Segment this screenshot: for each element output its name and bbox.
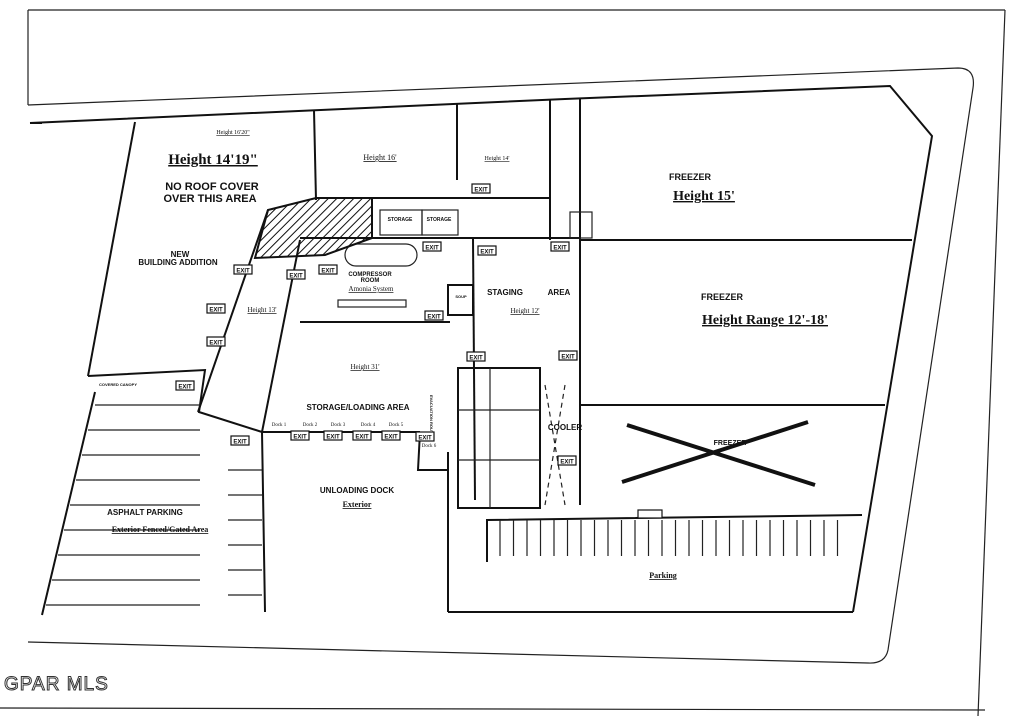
exit-label: EXIT <box>209 341 223 347</box>
label-freezer-mid: FREEZER <box>701 292 744 302</box>
exit-sign: EXIT <box>557 455 577 466</box>
label-storage-loading: STORAGE/LOADING AREA <box>306 403 409 412</box>
exit-sign: EXIT <box>471 183 491 194</box>
dock-3: Dock 3 <box>331 423 346 428</box>
label-staging-area: AREA <box>548 288 571 297</box>
exit-sign: EXIT <box>290 430 310 441</box>
exit-sign: EXIT <box>466 351 486 362</box>
dock-4: Dock 4 <box>361 423 376 428</box>
site-perimeter <box>27 67 975 664</box>
crossed-out-mark <box>626 423 816 487</box>
exit-label: EXIT <box>418 436 432 442</box>
building-outline <box>29 84 934 616</box>
exit-sign: EXIT <box>352 430 372 441</box>
page-border <box>0 9 1006 716</box>
exit-label: EXIT <box>384 435 398 441</box>
exit-sign: EXIT <box>422 241 442 252</box>
exit-sign: EXIT <box>230 435 250 446</box>
label-soup: SOUP <box>455 294 467 299</box>
exit-label: EXIT <box>480 250 494 256</box>
label-parking: Parking <box>649 571 677 580</box>
label-room: ROOM <box>361 278 380 284</box>
exit-label: EXIT <box>293 435 307 441</box>
label-new: NEW <box>171 250 190 259</box>
exit-label: EXIT <box>178 385 192 391</box>
label-staging: STAGING <box>487 288 523 297</box>
label-storage-1: STORAGE <box>388 217 413 223</box>
exit-sign: EXIT <box>424 310 444 321</box>
label-height-16-20: Height 16'20" <box>216 130 250 136</box>
label-height-12: Height 12' <box>510 307 539 315</box>
label-freezer-top: FREEZER <box>669 172 712 182</box>
exit-label: EXIT <box>474 188 488 194</box>
exit-label: EXIT <box>209 308 223 314</box>
crossed-out-mark <box>621 420 809 484</box>
dock-6: Dock 6 <box>422 444 437 449</box>
exit-signs: EXIT EXIT EXIT EXIT EXIT EXIT EXIT EXIT EXIT EXIT… <box>175 183 578 466</box>
exit-sign: EXIT <box>415 431 435 442</box>
label-height-14: Height 14' <box>485 156 510 162</box>
label-no-roof-2: OVER THIS AREA <box>163 193 256 205</box>
exit-sign: EXIT <box>286 269 306 280</box>
label-height-16: Height 16' <box>363 153 397 162</box>
exit-label: EXIT <box>289 274 303 280</box>
label-no-roof-1: NO ROOF COVER <box>165 181 259 193</box>
label-storage-2: STORAGE <box>427 217 452 223</box>
exit-sign: EXIT <box>206 336 226 347</box>
exit-sign: EXIT <box>206 303 226 314</box>
exit-sign: EXIT <box>323 430 343 441</box>
label-unloading-dock: UNLOADING DOCK <box>320 486 394 495</box>
watermark-logo: GPAR MLS <box>4 674 109 695</box>
label-covered-canopy: COVERED CANOPY <box>99 382 137 387</box>
dock-1: Dock 1 <box>272 423 287 428</box>
exit-label: EXIT <box>233 440 247 446</box>
label-compressor: COMPRESSOR <box>348 272 392 278</box>
exit-label: EXIT <box>427 315 441 321</box>
exit-label: EXIT <box>560 460 574 466</box>
exit-label: EXIT <box>326 435 340 441</box>
label-amonia-system: Amonia System <box>349 285 394 293</box>
exit-sign: EXIT <box>477 245 497 256</box>
exit-sign: EXIT <box>318 264 338 275</box>
exit-sign: EXIT <box>381 430 401 441</box>
label-asphalt-parking: ASPHALT PARKING <box>107 508 183 517</box>
exit-label: EXIT <box>469 356 483 362</box>
label-height-15: Height 15' <box>673 189 735 204</box>
exit-label: EXIT <box>425 246 439 252</box>
exit-label: EXIT <box>236 269 250 275</box>
dock-2: Dock 2 <box>303 423 318 428</box>
exit-sign: EXIT <box>550 241 570 252</box>
label-height-range: Height Range 12'-18' <box>702 313 828 328</box>
label-height-13: Height 13' <box>247 306 276 314</box>
label-fenced-area: Exterior Fenced/Gated Area <box>112 525 209 534</box>
exit-label: EXIT <box>561 355 575 361</box>
label-freezer-crossed: FREEZER <box>714 440 747 447</box>
exit-label: EXIT <box>321 269 335 275</box>
label-evacuation-route: EVACUATION ROUTE <box>429 395 434 436</box>
label-height-31: Height 31' <box>350 363 379 371</box>
label-building-addition: BUILDING ADDITION <box>138 258 217 267</box>
label-cooler: COOLER <box>548 423 582 432</box>
dock-5: Dock 5 <box>389 423 404 428</box>
exit-sign: EXIT <box>175 380 195 391</box>
exit-label: EXIT <box>553 246 567 252</box>
exit-sign: EXIT <box>558 350 578 361</box>
label-height-14-19: Height 14'19" <box>168 152 258 168</box>
exit-sign: EXIT <box>233 264 253 275</box>
exit-label: EXIT <box>355 435 369 441</box>
label-exterior: Exterior <box>343 500 372 509</box>
